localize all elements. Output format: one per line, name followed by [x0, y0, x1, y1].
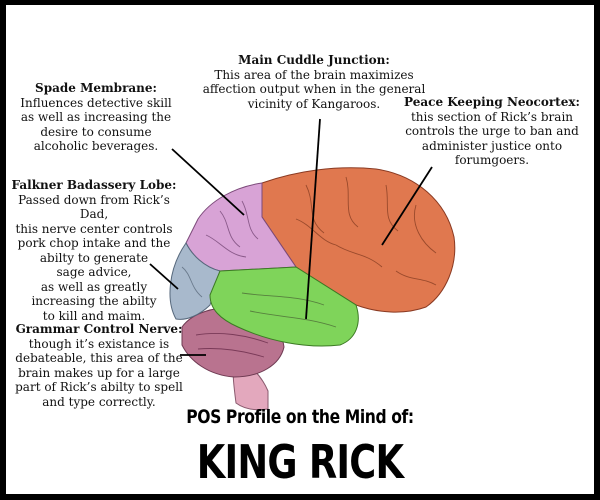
label-line: increasing the abilty — [31, 294, 157, 308]
label-line: this section of Rick’s brain — [410, 109, 574, 124]
label-line: as well as increasing the — [20, 110, 172, 124]
label-line: and type correctly. — [42, 394, 156, 409]
label-line: as well as greatly — [40, 279, 148, 294]
footer-title: KING RICK — [196, 435, 404, 489]
occipital-lobe-region — [169, 242, 221, 320]
label-peace-keeping-neocortex: Peace Keeping Neocortex: this section of… — [394, 95, 590, 168]
label-title: Falkner Badassery Lobe: — [11, 178, 177, 192]
label-falkner-badassery-lobe: Falkner Badassery Lobe: Passed down from… — [6, 178, 182, 323]
diagram-canvas: Main Cuddle Junction: This area of the b… — [6, 5, 594, 494]
label-line: Influences detective skill — [20, 95, 172, 110]
label-main-cuddle-junction: Main Cuddle Junction: This area of the b… — [194, 53, 434, 111]
label-line: part of Rick’s abilty to spell — [15, 380, 183, 394]
label-line: abilty to generate — [39, 250, 149, 265]
label-line: pork chop intake and the — [17, 236, 171, 250]
label-line: debateable, this area of the — [15, 351, 183, 365]
label-line: This area of the brain maximizes — [214, 67, 414, 82]
pointer-cuddle — [305, 118, 321, 320]
gyri-texture — [181, 176, 437, 358]
label-title: Spade Membrane: — [35, 81, 157, 95]
label-line: this nerve center controls — [15, 221, 173, 236]
label-line: forumgoers. — [454, 153, 530, 167]
label-line: affection output when in the general — [202, 82, 426, 96]
label-title: Grammar Control Nerve: — [15, 322, 183, 336]
footer-subtitle: POS Profile on the Mind of: — [186, 406, 414, 428]
label-line: controls the urge to ban and — [405, 124, 579, 138]
pointer-peace — [381, 166, 433, 246]
label-line: vicinity of Kangaroos. — [247, 96, 381, 111]
label-grammar-control-nerve: Grammar Control Nerve: though it’s exist… — [8, 322, 190, 409]
label-line: alcoholic beverages. — [33, 139, 159, 153]
brain-illustration — [149, 118, 456, 411]
label-line: Passed down from Rick’s Dad, — [18, 192, 170, 222]
label-title: Peace Keeping Neocortex: — [404, 95, 580, 109]
label-line: though it’s existance is — [28, 336, 170, 351]
label-line: administer justice onto — [421, 138, 563, 153]
pointer-spade — [171, 148, 245, 216]
label-spade-membrane: Spade Membrane: Influences detective ski… — [16, 81, 176, 154]
pointer-falkner — [149, 263, 179, 290]
label-line: sage advice, — [56, 265, 132, 279]
label-line: brain makes up for a large — [18, 365, 180, 380]
pointer-lines — [149, 118, 433, 356]
label-line: to kill and maim. — [42, 308, 146, 323]
temporal-lobe-region — [209, 266, 359, 347]
label-title: Main Cuddle Junction: — [238, 53, 390, 67]
label-line: desire to consume — [40, 124, 152, 139]
